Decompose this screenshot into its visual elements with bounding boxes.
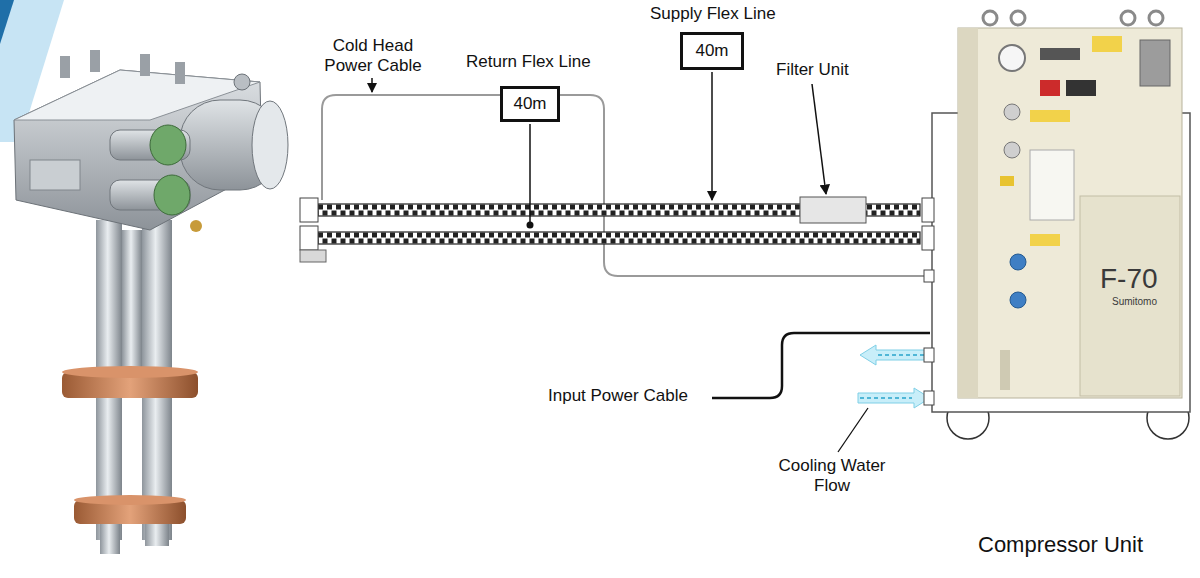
cold-head-picture xyxy=(60,56,70,78)
cold-head-picture xyxy=(175,62,185,84)
flex-lines xyxy=(300,197,920,262)
compressor-picture xyxy=(1004,104,1020,120)
cold-head-picture xyxy=(154,175,190,215)
flex-lines xyxy=(300,198,318,222)
cold-head-picture xyxy=(90,50,100,72)
length-value: 40m xyxy=(513,94,546,114)
compressor-picture xyxy=(1000,176,1014,186)
length-value: 40m xyxy=(695,41,728,61)
leader-arrows xyxy=(812,84,826,194)
compressor-picture xyxy=(1066,80,1096,96)
compressor-picture xyxy=(1030,150,1074,220)
cooling-water-arrows xyxy=(858,388,930,408)
compressor-frame xyxy=(924,348,934,362)
compressor-picture xyxy=(1149,11,1163,25)
flex-lines xyxy=(300,250,326,262)
cold-head-picture xyxy=(74,495,186,505)
compressor-picture xyxy=(1010,254,1026,270)
compressor-picture xyxy=(1011,11,1025,25)
part-label: Return Flex Line xyxy=(466,52,591,72)
part-label: Filter Unit xyxy=(776,60,849,80)
compressor-picture xyxy=(1092,36,1122,52)
part-label: Cooling Water Flow xyxy=(772,456,892,497)
compressor-picture xyxy=(1010,292,1026,308)
leader-arrows xyxy=(371,78,373,92)
compressor-picture xyxy=(1000,350,1010,390)
flex-lines xyxy=(318,233,920,238)
compressor-frame xyxy=(922,198,934,222)
cooling-water-arrows xyxy=(860,345,928,365)
part-label: Supply Flex Line xyxy=(650,4,776,24)
compressor-picture xyxy=(983,11,997,25)
part-label: Cold Head Power Cable xyxy=(318,36,428,77)
corner-band xyxy=(0,0,14,44)
input-power-line xyxy=(712,333,930,398)
part-title: Compressor Unit xyxy=(978,532,1143,558)
compressor-picture xyxy=(1030,110,1070,122)
leader-arrows xyxy=(529,124,531,222)
compressor-picture xyxy=(1040,80,1060,96)
power-cable xyxy=(322,95,926,276)
length-box: 40m xyxy=(500,86,560,122)
compressor-frame xyxy=(924,391,934,405)
model-mark: F-70 xyxy=(1100,262,1158,296)
cold-head-picture xyxy=(234,74,250,90)
cold-head-picture xyxy=(30,160,80,190)
cold-head-picture xyxy=(62,366,198,378)
flex-lines xyxy=(300,226,318,250)
flex-lines xyxy=(800,197,866,223)
cold-head-picture xyxy=(190,220,202,232)
cold-head-picture xyxy=(140,54,150,76)
cold-head-picture xyxy=(122,230,142,390)
cooling-water-arrows xyxy=(858,345,930,408)
cooling-water-arrows xyxy=(878,354,926,356)
cold-head-picture xyxy=(145,524,169,546)
cold-head-picture xyxy=(14,50,288,554)
brand-mark: Sumitomo xyxy=(1112,296,1157,308)
compressor-picture xyxy=(1080,196,1180,396)
compressor-picture xyxy=(958,11,1182,398)
length-box: 40m xyxy=(680,32,744,70)
input-power-line xyxy=(712,333,930,398)
leader-arrows xyxy=(838,408,868,452)
leader-arrows xyxy=(372,72,868,452)
flex-lines xyxy=(318,232,920,244)
leader-arrows xyxy=(711,72,713,200)
compressor-frame xyxy=(922,226,934,250)
flex-lines xyxy=(318,239,920,244)
leader-arrows xyxy=(527,222,534,229)
compressor-picture xyxy=(1004,142,1020,158)
compressor-picture xyxy=(1040,48,1080,60)
cold-head-picture xyxy=(252,101,288,189)
compressor-frame xyxy=(924,270,934,282)
cold-head-picture xyxy=(100,524,120,554)
part-label: Input Power Cable xyxy=(548,386,688,406)
compressor-picture xyxy=(958,28,978,398)
compressor-picture xyxy=(1030,234,1060,246)
power-cable xyxy=(322,95,926,276)
cooling-water-arrows xyxy=(860,397,912,399)
compressor-picture xyxy=(1121,11,1135,25)
cold-head-picture xyxy=(150,125,186,165)
compressor-picture xyxy=(1140,40,1170,86)
compressor-picture xyxy=(958,28,1182,398)
compressor-picture xyxy=(999,45,1025,71)
